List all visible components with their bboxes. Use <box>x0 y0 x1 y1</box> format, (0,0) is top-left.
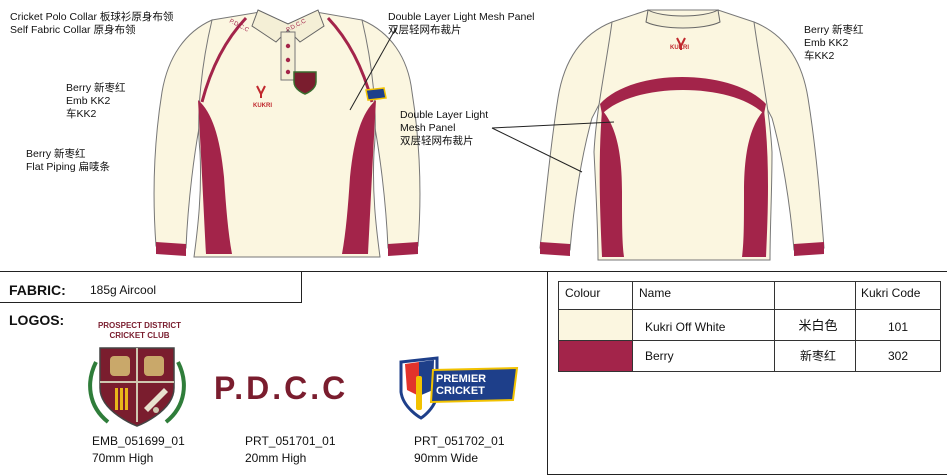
sleeve-premier-badge-icon <box>365 87 387 101</box>
laurel-right-icon <box>164 361 186 424</box>
row-name: Kukri Off White <box>645 320 726 334</box>
kukri-logo-icon <box>256 85 266 98</box>
laurel-left-icon <box>88 361 110 424</box>
fabric-label: FABRIC: <box>9 282 66 298</box>
button-icon <box>285 43 291 49</box>
swatch-off-white <box>559 310 632 340</box>
fabric-box <box>0 271 302 303</box>
logos-label: LOGOS: <box>9 312 65 328</box>
back-yoke-arc <box>600 77 766 114</box>
pdcc-wordmark: P.D.C.C <box>214 370 349 406</box>
table-col-divider <box>855 282 856 371</box>
table-row-divider <box>559 309 940 310</box>
back-collar <box>645 9 721 29</box>
premier-cricket-logo <box>399 356 519 420</box>
front-kukri-wordmark: KUKRI <box>253 103 272 109</box>
chest-crest-icon <box>293 71 317 95</box>
collar-annotation: Cricket Polo Collar 板球衫原身布领 Self Fabric … <box>10 11 174 36</box>
crest-figure-left-icon <box>110 356 130 376</box>
header-name: Name <box>639 286 672 300</box>
back-body <box>593 9 773 261</box>
front-collar <box>251 9 325 43</box>
header-colour: Colour <box>565 286 601 300</box>
section-divider <box>0 271 947 272</box>
front-right-side-panel <box>342 100 376 254</box>
premier-banner-text: PREMIER CRICKET <box>436 373 487 397</box>
row-code: 302 <box>887 349 909 363</box>
logo-caption-3: PRT_051702_01 90mm Wide <box>414 433 505 467</box>
swatch-berry <box>559 341 632 371</box>
mesh-panel-annotation-top: Double Layer Light Mesh Panel 双层轻网布裁片 <box>388 11 535 36</box>
crest-figure-right-icon <box>144 356 164 376</box>
front-left-side-panel <box>198 100 232 254</box>
front-body <box>193 11 381 258</box>
back-left-side-panel <box>599 110 624 257</box>
back-shirt-drawing <box>539 9 825 261</box>
front-left-cuff <box>156 242 186 256</box>
logo-code: PRT_051702_01 <box>414 434 505 448</box>
back-kukri-wordmark: KUKRI <box>670 45 689 51</box>
berry-annotation-left: Berry 新枣红 Emb KK2 车KK2 <box>66 82 126 120</box>
back-left-cuff <box>540 242 570 256</box>
logo-caption-1: EMB_051699_01 70mm High <box>92 433 185 467</box>
fabric-value: 185g Aircool <box>90 283 157 297</box>
berry-annotation-right: Berry 新枣红 Emb KK2 车KK2 <box>804 24 864 62</box>
header-kukri-code: Kukri Code <box>861 286 921 300</box>
logo-size: 20mm High <box>245 451 307 465</box>
row-code: 101 <box>887 320 909 334</box>
logo-caption-2: PRT_051701_01 20mm High <box>245 433 336 467</box>
stumps-icon <box>115 388 118 410</box>
piping-annotation: Berry 新枣红 Flat Piping 扁唛条 <box>26 148 111 173</box>
front-left-piping <box>200 16 248 103</box>
mesh-panel-annotation-mid: Double Layer Light Mesh Panel 双层轻网布裁片 <box>400 109 489 147</box>
front-shirt-drawing <box>153 9 421 258</box>
back-right-sleeve <box>745 21 825 251</box>
back-right-cuff <box>794 242 824 256</box>
back-right-side-panel <box>742 110 768 257</box>
crest-logo <box>88 347 186 427</box>
back-left-sleeve <box>539 21 619 251</box>
leader-lines <box>349 27 615 173</box>
colour-table: Colour Name Kukri Code Kukri Off White 米… <box>558 281 941 372</box>
logo-code: PRT_051701_01 <box>245 434 336 448</box>
front-placket <box>280 31 296 81</box>
table-col-divider <box>774 282 775 371</box>
crest-title: PROSPECT DISTRICT CRICKET CLUB <box>97 321 182 340</box>
logo-size: 70mm High <box>92 451 154 465</box>
cricket-ball-icon <box>153 407 159 413</box>
cricket-bat-icon <box>144 388 168 412</box>
logo-code: EMB_051699_01 <box>92 434 185 448</box>
table-row-divider <box>559 340 940 341</box>
premier-banner <box>429 366 519 404</box>
row-name: Berry <box>645 349 674 363</box>
button-icon <box>285 57 291 63</box>
row-chinese: 新枣红 <box>799 349 836 363</box>
logo-size: 90mm Wide <box>414 451 479 465</box>
front-right-cuff <box>388 242 418 256</box>
table-col-divider <box>632 282 633 371</box>
button-icon <box>285 69 291 75</box>
back-kukri-logo-icon <box>676 37 686 50</box>
premier-bat-icon <box>416 376 422 410</box>
row-chinese: 米白色 <box>798 318 838 333</box>
